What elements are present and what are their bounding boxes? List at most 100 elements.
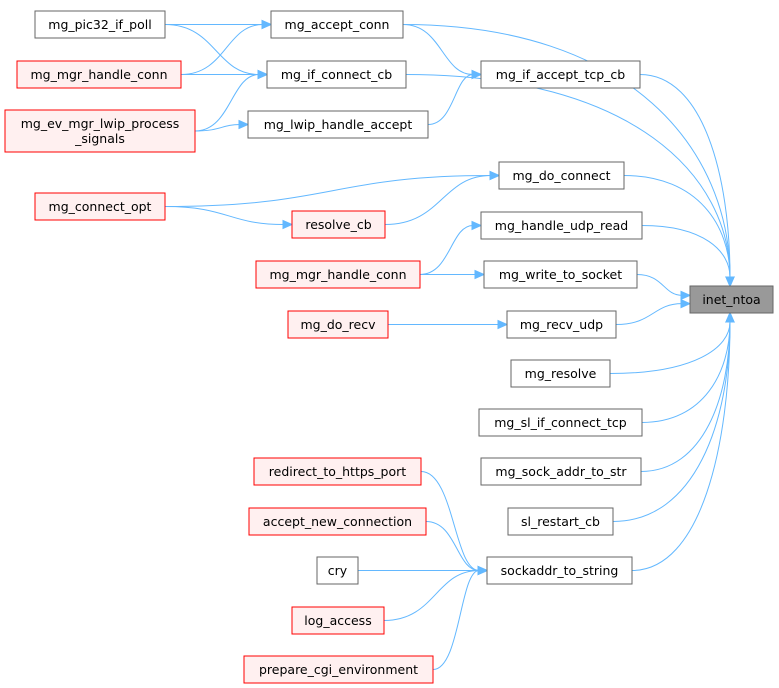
edge-mg_accept_conn-to-mg_if_accept_tcp_cb	[402, 24, 483, 80]
edge-mg_ev_mgr_lwip_process_signals-to-mg_if_connect_cb	[194, 69, 269, 132]
node-box	[291, 210, 386, 239]
node-mg-pic32-if-poll[interactable]: mg_pic32_if_poll	[34, 10, 166, 39]
node-mg-do-connect[interactable]: mg_do_connect	[498, 161, 625, 190]
edge-mg_recv_udp-to-inet_ntoa	[615, 298, 692, 325]
node-box	[287, 310, 389, 339]
edge-line	[420, 471, 480, 571]
edge-line	[419, 225, 474, 275]
node-mg-if-accept-tcp-cb[interactable]: mg_if_accept_tcp_cb	[480, 60, 641, 89]
edge-line	[612, 321, 731, 522]
node-sl-restart-cb[interactable]: sl_restart_cb	[507, 507, 614, 536]
edge-sockaddr_to_string-to-inet_ntoa	[631, 311, 735, 571]
node-mg-if-connect-cb[interactable]: mg_if_connect_cb	[266, 60, 407, 89]
edge-mg_mgr_handle_conn_2-to-mg_handle_udp_read	[419, 220, 483, 275]
node-label: mg_lwip_handle_accept	[264, 117, 413, 132]
edge-arrowhead	[238, 119, 250, 130]
edge-line	[194, 74, 260, 132]
node-label: _signals	[74, 131, 125, 146]
node-mg-ev-mgr-lwip-process-signals[interactable]: mg_ev_mgr_lwip_process_signals	[4, 109, 196, 153]
node-mg-lwip-handle-accept[interactable]: mg_lwip_handle_accept	[247, 110, 429, 139]
node-label: mg_if_connect_cb	[281, 67, 392, 82]
node-box	[270, 10, 404, 39]
edge-log_access-to-sockaddr_to_string	[383, 565, 489, 621]
node-mg-handle-udp-read[interactable]: mg_handle_udp_read	[480, 211, 643, 240]
edge-line	[383, 570, 480, 621]
edge-line	[640, 321, 731, 472]
node-label: redirect_to_https_port	[269, 464, 406, 479]
edge-line	[402, 24, 731, 278]
node-mg-mgr-handle-conn-2[interactable]: mg_mgr_handle_conn	[255, 260, 421, 289]
node-label: mg_if_accept_tcp_cb	[496, 67, 625, 82]
node-label: accept_new_connection	[263, 514, 412, 529]
node-mg-connect-opt[interactable]: mg_connect_opt	[34, 192, 166, 221]
edge-line	[425, 521, 480, 571]
node-label: sl_restart_cb	[521, 514, 600, 529]
node-box	[480, 457, 642, 486]
node-resolve-cb[interactable]: resolve_cb	[291, 210, 386, 239]
node-box	[507, 507, 614, 536]
node-label: inet_ntoa	[702, 292, 760, 307]
edge-arrowhead	[725, 311, 735, 323]
node-inet-ntoa[interactable]: inet_ntoa	[689, 285, 774, 314]
edge-mg_handle_udp_read-to-inet_ntoa	[641, 225, 735, 288]
edge-arrowhead	[725, 276, 735, 288]
edge-arrowhead	[680, 298, 692, 309]
edge-line	[180, 24, 264, 75]
edge-mg_lwip_handle_accept-to-mg_if_accept_tcp_cb	[427, 69, 483, 125]
edge-arrowhead	[257, 69, 269, 80]
edge-line	[631, 321, 731, 571]
node-label: resolve_cb	[305, 217, 371, 232]
edge-line	[432, 570, 480, 670]
node-log-access[interactable]: log_access	[291, 606, 385, 635]
node-sockaddr-to-string[interactable]: sockaddr_to_string	[486, 556, 633, 585]
node-label: mg_do_recv	[300, 317, 376, 332]
node-label: mg_ev_mgr_lwip_process	[21, 116, 180, 131]
node-label: cry	[328, 563, 348, 578]
edge-prepare_cgi_environment-to-sockaddr_to_string	[432, 565, 489, 670]
node-redirect-to-https-port[interactable]: redirect_to_https_port	[253, 457, 422, 486]
node-box	[291, 606, 385, 635]
edge-arrowhead	[282, 219, 294, 230]
node-prepare-cgi-environment[interactable]: prepare_cgi_environment	[243, 655, 434, 684]
node-mg-mgr-handle-conn-1[interactable]: mg_mgr_handle_conn	[16, 60, 182, 89]
edge-arrowhead	[489, 170, 501, 181]
node-label: log_access	[304, 613, 371, 628]
node-label: mg_sock_addr_to_str	[495, 464, 627, 479]
node-box	[243, 655, 434, 684]
edge-line	[384, 175, 492, 225]
node-mg-accept-conn[interactable]: mg_accept_conn	[270, 10, 404, 39]
node-mg-resolve[interactable]: mg_resolve	[510, 359, 611, 388]
edge-line	[641, 225, 731, 278]
edge-mg_connect_opt-to-resolve_cb	[164, 206, 294, 230]
node-box	[480, 211, 643, 240]
edge-line	[615, 303, 683, 325]
edge-mg_mgr_handle_conn_2-to-mg_write_to_socket	[420, 269, 486, 280]
node-label: mg_do_connect	[512, 168, 610, 183]
node-mg-sock-addr-to-str[interactable]: mg_sock_addr_to_str	[480, 457, 642, 486]
edge-redirect_to_https_port-to-sockaddr_to_string	[420, 471, 489, 576]
node-mg-sl-if-connect-tcp[interactable]: mg_sl_if_connect_tcp	[478, 408, 643, 437]
node-accept-new-connection[interactable]: accept_new_connection	[248, 507, 427, 536]
node-cry[interactable]: cry	[316, 556, 359, 585]
node-box	[498, 161, 625, 190]
node-box	[248, 507, 427, 536]
node-mg-write-to-socket[interactable]: mg_write_to_socket	[483, 260, 638, 289]
node-box	[34, 192, 166, 221]
edge-mg_write_to_socket-to-inet_ntoa	[636, 274, 692, 301]
edge-mg_mgr_handle_conn_1-to-mg_accept_conn	[180, 19, 273, 75]
edge-mg_do_recv-to-mg_recv_udp	[388, 319, 509, 330]
edge-mg_sock_addr_to_str-to-inet_ntoa	[640, 311, 735, 472]
node-label: mg_connect_opt	[49, 199, 152, 214]
node-box	[253, 457, 422, 486]
node-box	[266, 60, 407, 89]
node-mg-do-recv[interactable]: mg_do_recv	[287, 310, 389, 339]
node-label: sockaddr_to_string	[501, 563, 619, 578]
node-label: mg_recv_udp	[520, 317, 603, 332]
node-box	[483, 260, 638, 289]
edge-arrowhead	[471, 220, 483, 231]
edge-cry-to-sockaddr_to_string	[357, 565, 489, 576]
edge-line	[609, 321, 731, 374]
node-mg-recv-udp[interactable]: mg_recv_udp	[506, 310, 617, 339]
node-label: mg_sl_if_connect_tcp	[494, 415, 627, 430]
